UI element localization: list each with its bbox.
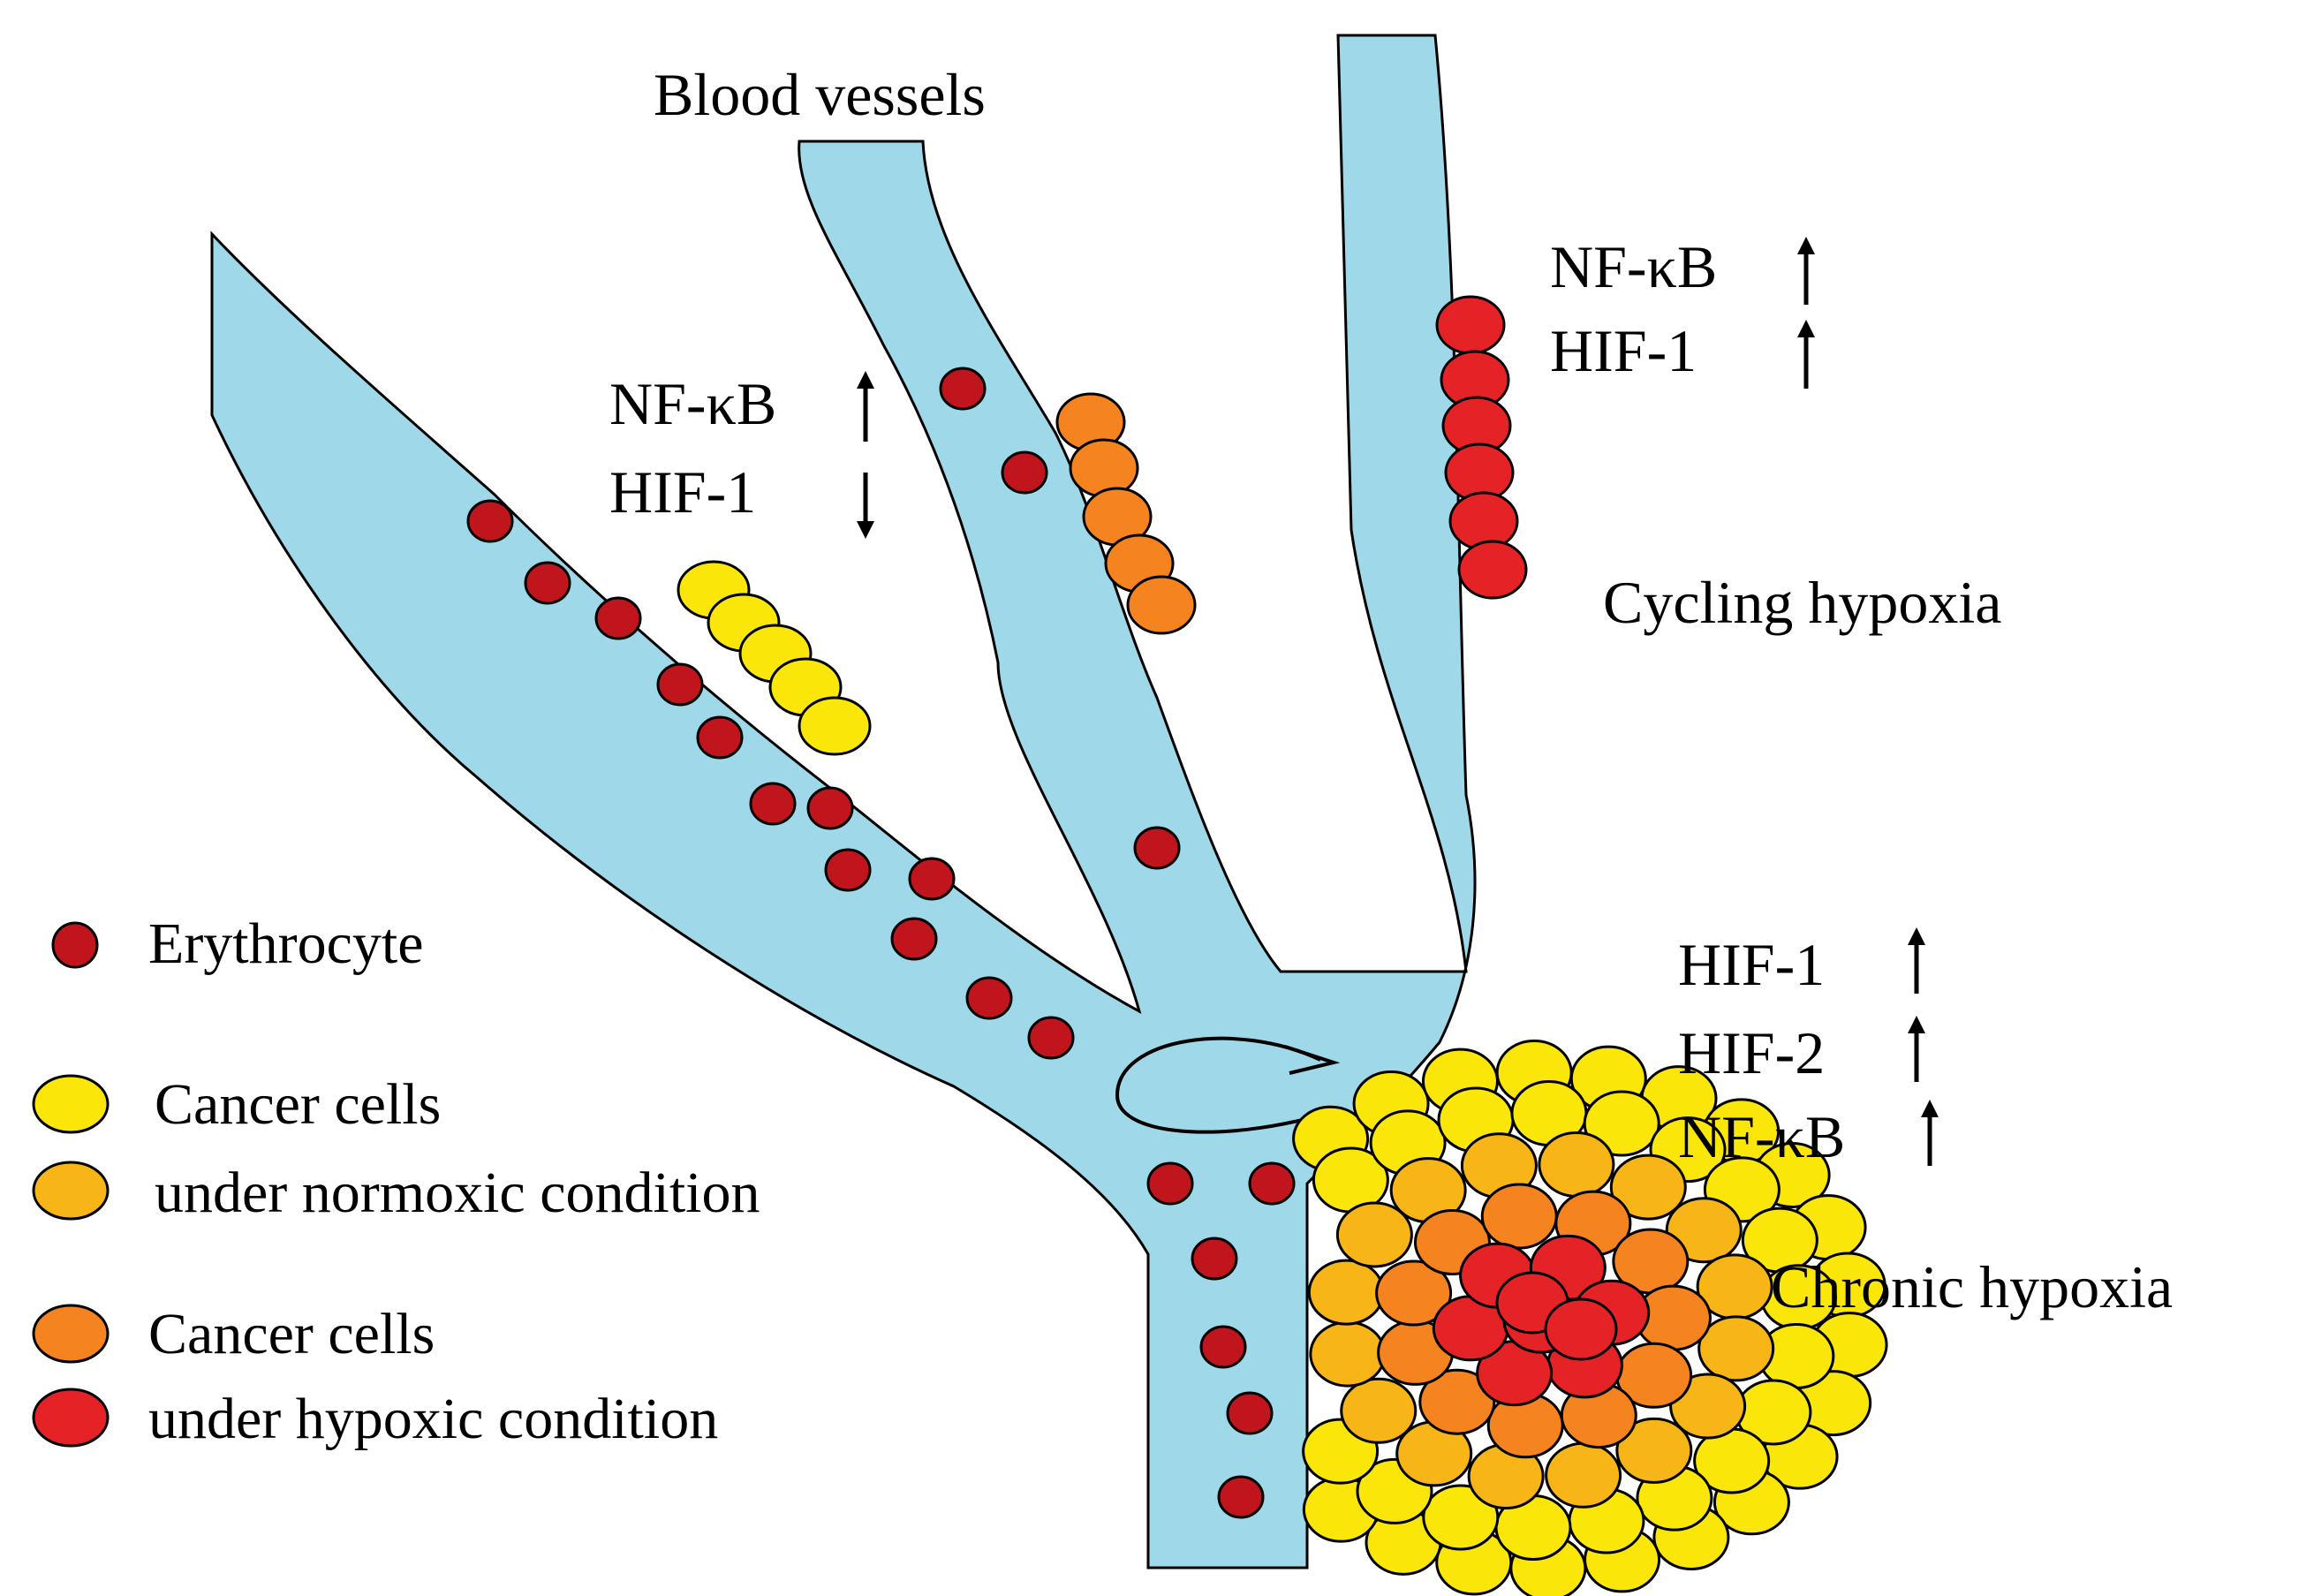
tumor-cancer-cell bbox=[1307, 1259, 1385, 1326]
tumor-cancer-cell bbox=[1665, 1197, 1743, 1264]
normoxic-cancer-cells-cluster bbox=[677, 560, 872, 756]
tumor-cancer-cell bbox=[1697, 1315, 1775, 1382]
legend-hypoxic-red-swatch bbox=[32, 1388, 110, 1448]
erythrocyte-cell bbox=[1217, 1475, 1265, 1519]
erythrocytes bbox=[466, 367, 1296, 1519]
blood-vessels-label: Blood vessels bbox=[654, 61, 986, 128]
erythrocyte-cell bbox=[1191, 1237, 1238, 1281]
tumor-cancer-cell bbox=[1544, 1297, 1618, 1361]
erythrocyte-cell bbox=[696, 715, 744, 760]
erythrocyte-cell bbox=[656, 662, 704, 707]
normoxic-cancer-cell bbox=[798, 696, 872, 756]
erythrocyte-cell bbox=[1027, 1016, 1075, 1060]
tumor-cancer-cell bbox=[1545, 1441, 1622, 1509]
erythrocyte-cell bbox=[1248, 1161, 1296, 1206]
hypoxic-red-cancer-cell bbox=[1435, 295, 1506, 355]
legend-hypoxic-orange-swatch bbox=[32, 1304, 110, 1364]
erythrocyte-cell bbox=[890, 917, 938, 961]
erythrocyte-cell bbox=[939, 367, 987, 411]
legend-erythrocyte-swatch bbox=[51, 921, 99, 969]
left-nfkb-label: NF-κB bbox=[609, 370, 776, 437]
erythrocyte-cell bbox=[1199, 1325, 1247, 1369]
legend-normoxic-orange-swatch bbox=[32, 1161, 110, 1221]
erythrocyte-cell bbox=[1001, 450, 1048, 495]
erythrocyte-cell bbox=[965, 976, 1013, 1020]
erythrocyte-cell bbox=[594, 596, 642, 640]
right-hif1-label: HIF-1 bbox=[1550, 317, 1697, 384]
erythrocyte-cell bbox=[806, 786, 854, 830]
hypoxic-red-cancer-cells-cluster bbox=[1435, 295, 1528, 600]
left-hif1-label: HIF-1 bbox=[609, 458, 756, 526]
tumor-cancer-cell bbox=[1340, 1377, 1418, 1444]
tumor-cancer-cell bbox=[1418, 1368, 1496, 1435]
chronic-hif2-label: HIF-2 bbox=[1678, 1019, 1825, 1086]
chronic-hypoxia-label: Chronic hypoxia bbox=[1771, 1253, 2173, 1320]
legend-hypoxic-line1: Cancer cells bbox=[148, 1302, 435, 1366]
chronic-nfkb-label: NF-κB bbox=[1678, 1103, 1845, 1170]
erythrocyte-cell bbox=[1226, 1391, 1274, 1435]
tumor-cancer-cell bbox=[1669, 1373, 1747, 1440]
erythrocyte-cell bbox=[908, 857, 956, 901]
tumor-cancer-cell bbox=[1335, 1201, 1413, 1268]
legend-normoxic-yellow-swatch bbox=[32, 1074, 110, 1134]
tumor-cancer-cell bbox=[1375, 1259, 1453, 1327]
erythrocyte-cell bbox=[524, 561, 571, 605]
legend-normoxic-line2: under normoxic condition bbox=[155, 1161, 760, 1225]
tumor-cancer-cell bbox=[1615, 1417, 1693, 1484]
legend-erythrocyte-label: Erythrocyte bbox=[148, 911, 424, 976]
right-nfkb-label: NF-κB bbox=[1550, 233, 1717, 300]
chronic-hif1-label: HIF-1 bbox=[1678, 931, 1825, 998]
hypoxic-red-cancer-cell bbox=[1448, 491, 1519, 551]
tumor-cancer-cell bbox=[1583, 1090, 1660, 1157]
erythrocyte-cell bbox=[824, 848, 872, 892]
flow-circulation-arrow bbox=[1115, 1036, 1343, 1134]
erythrocyte-cell bbox=[1146, 1161, 1194, 1206]
legend-normoxic-line1: Cancer cells bbox=[155, 1072, 441, 1137]
tumor-cancer-cell bbox=[1422, 1484, 1500, 1551]
chronic-hypoxia-tumor-mass bbox=[1292, 1039, 1888, 1596]
hypoxic-orange-cancer-cells-cluster bbox=[1055, 392, 1197, 635]
tumor-cancer-cell bbox=[1309, 1320, 1387, 1388]
hypoxic-orange-cancer-cell bbox=[1126, 575, 1197, 635]
erythrocyte-cell bbox=[466, 499, 514, 543]
hypoxic-orange-cancer-cell bbox=[1069, 438, 1139, 498]
tumor-cancer-cell bbox=[1609, 1154, 1687, 1221]
hypoxic-red-cancer-cell bbox=[1457, 540, 1528, 600]
tumor-cancer-cell bbox=[1538, 1131, 1615, 1198]
cycling-hypoxia-label: Cycling hypoxia bbox=[1603, 569, 2001, 636]
legend: Erythrocyte Cancer cells under normoxic … bbox=[32, 911, 760, 1451]
erythrocyte-cell bbox=[749, 782, 797, 826]
legend-hypoxic-line2: under hypoxic condition bbox=[148, 1387, 718, 1451]
erythrocyte-cell bbox=[1133, 826, 1181, 870]
tumor-cancer-cell bbox=[1480, 1183, 1558, 1250]
